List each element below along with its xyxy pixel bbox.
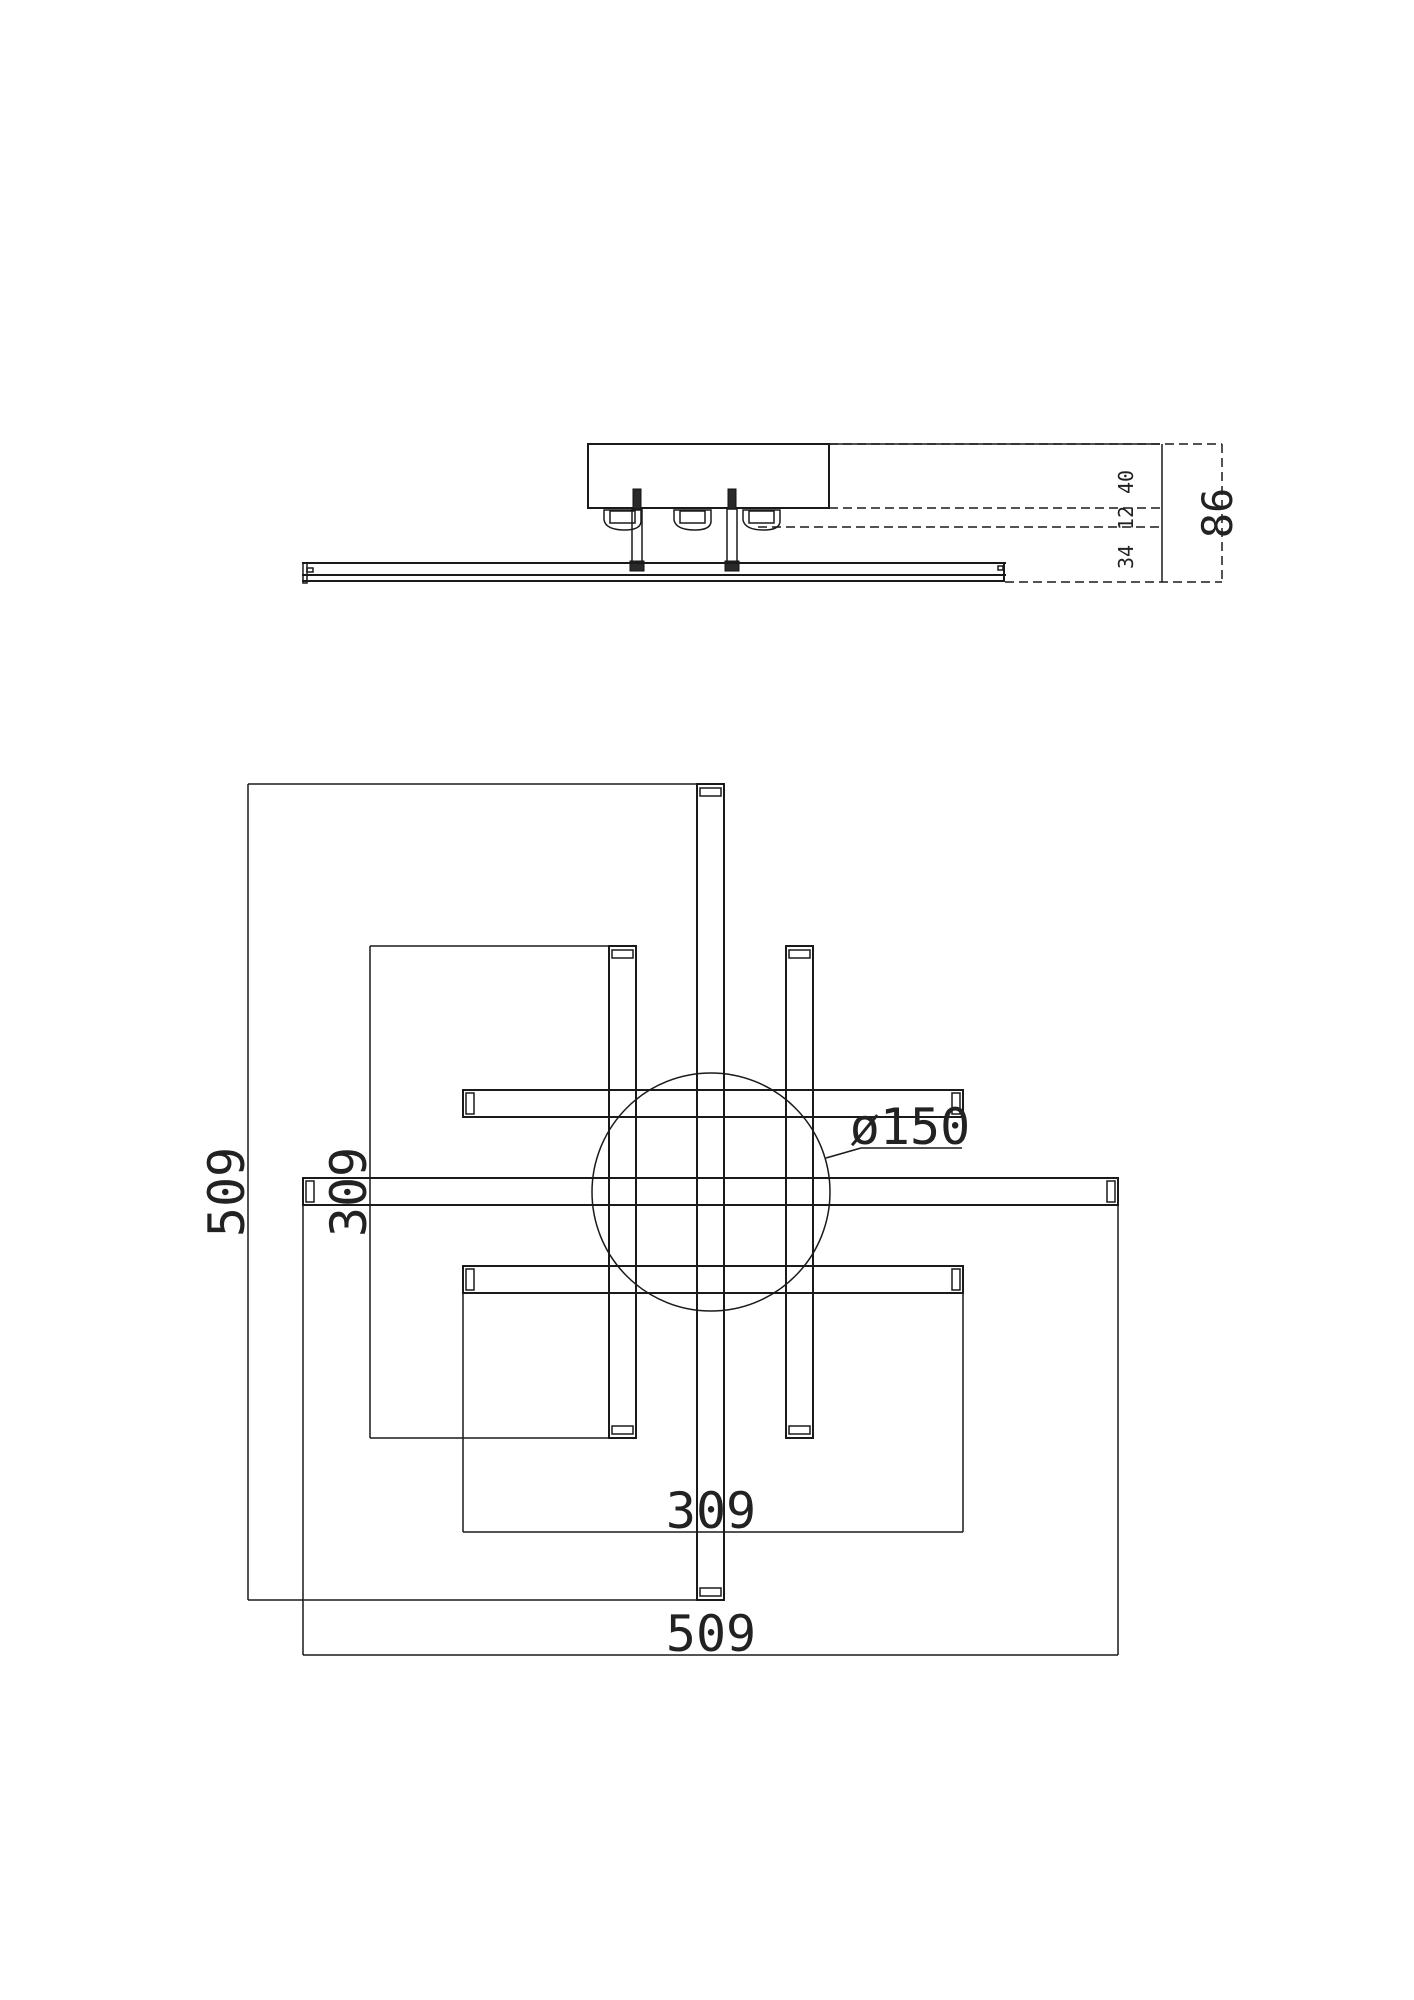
dim-label-bar-drop: 34 bbox=[1114, 545, 1138, 569]
dim-label-total-height: 86 bbox=[1193, 488, 1242, 539]
diameter-leader bbox=[825, 1147, 862, 1159]
led-bar-horizontal-bottom bbox=[462, 1265, 964, 1294]
dim-label-outer-width: 509 bbox=[666, 1605, 756, 1663]
side-view: 40 12 34 86 bbox=[302, 443, 1242, 584]
mounting-bolt-left bbox=[629, 488, 645, 572]
driver-clips bbox=[603, 509, 781, 531]
led-bar-vertical-center bbox=[696, 783, 725, 1601]
led-bar-vertical-left bbox=[608, 945, 637, 1439]
led-bar-horizontal-center bbox=[302, 1177, 1119, 1206]
canopy-box bbox=[587, 443, 830, 509]
dim-label-canopy-height: 40 bbox=[1114, 470, 1138, 494]
dim-label-canopy-diameter: ø150 bbox=[850, 1098, 970, 1156]
dim-label-inner-width: 309 bbox=[666, 1482, 756, 1540]
led-bar-side bbox=[302, 562, 1006, 584]
dim-label-inner-height: 309 bbox=[320, 1147, 378, 1237]
top-view: ø150 509 309 309 509 bbox=[198, 783, 1119, 1663]
dim-label-driver-gap: 12 bbox=[1114, 506, 1138, 530]
led-bar-horizontal-top bbox=[462, 1089, 964, 1118]
canopy-circle bbox=[591, 1072, 831, 1312]
dim-label-outer-height: 509 bbox=[198, 1147, 256, 1237]
mounting-bolt-right bbox=[724, 488, 740, 572]
led-bar-vertical-right bbox=[785, 945, 814, 1439]
